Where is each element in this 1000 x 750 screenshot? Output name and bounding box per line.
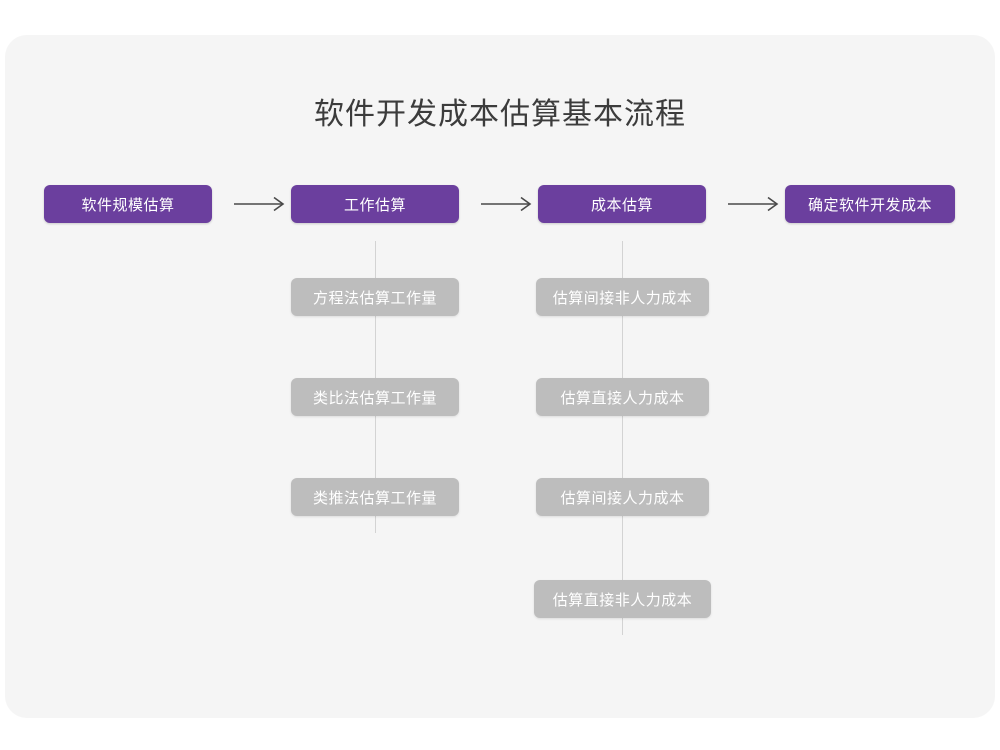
substep-node-indirect-nonlabor-cost[interactable]: 估算间接非人力成本 [536,278,709,316]
substep-node-label: 类推法估算工作量 [312,488,437,507]
stage-node-determine-development-cost[interactable]: 确定软件开发成本 [785,185,955,223]
arrow-icon-3 [720,185,788,223]
substep-node-direct-nonlabor-cost[interactable]: 估算直接非人力成本 [534,580,711,618]
substep-node-analogy-method-workload[interactable]: 类比法估算工作量 [291,378,459,416]
substep-node-label: 估算间接非人力成本 [552,288,693,307]
arrow-icon-2 [473,185,541,223]
diagram-title: 软件开发成本估算基本流程 [314,97,686,132]
stage-node-software-scale-estimation[interactable]: 软件规模估算 [44,185,212,223]
substep-node-inference-method-workload[interactable]: 类推法估算工作量 [291,478,459,516]
stage-node-label: 软件规模估算 [81,195,175,214]
stage-node-work-estimation[interactable]: 工作估算 [291,185,459,223]
stage-node-label: 工作估算 [343,195,406,214]
stage-node-label: 确定软件开发成本 [807,195,932,214]
arrow-icon-1 [226,185,294,223]
substep-node-label: 估算直接人力成本 [560,388,685,407]
substep-node-label: 类比法估算工作量 [312,388,437,407]
diagram-card: 软件开发成本估算基本流程 软件规模估算 工作估算 成本估算 [5,35,995,718]
substep-node-direct-labor-cost[interactable]: 估算直接人力成本 [536,378,709,416]
substep-node-indirect-labor-cost[interactable]: 估算间接人力成本 [536,478,709,516]
connector-line-stage-3 [622,241,623,635]
stage-node-label: 成本估算 [590,195,653,214]
stage-node-cost-estimation[interactable]: 成本估算 [538,185,706,223]
substep-node-label: 估算间接人力成本 [560,488,685,507]
substep-node-equation-method-workload[interactable]: 方程法估算工作量 [291,278,459,316]
substep-node-label: 方程法估算工作量 [312,288,437,307]
flowchart-canvas: 软件开发成本估算基本流程 软件规模估算 工作估算 成本估算 [5,35,995,718]
substep-node-label: 估算直接非人力成本 [552,590,693,609]
